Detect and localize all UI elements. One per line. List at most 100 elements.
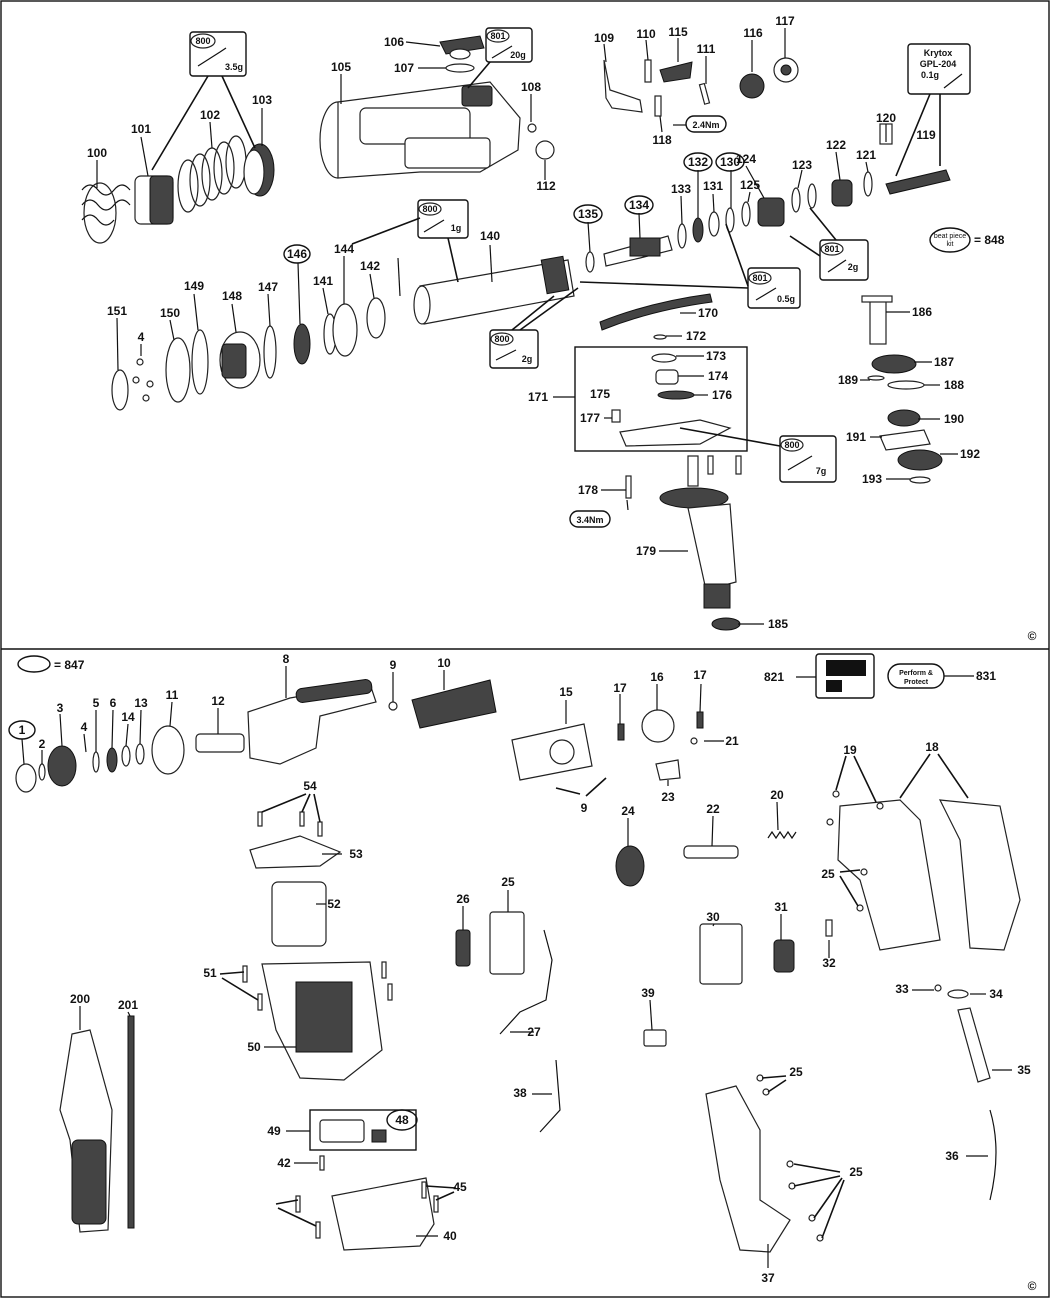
- svg-text:beat piece: beat piece: [934, 233, 966, 240]
- part-130: [725, 207, 735, 233]
- part-label-149: 149: [184, 279, 204, 293]
- part-6: [106, 747, 118, 773]
- part-label-repeat-3: 9: [581, 801, 588, 815]
- part-label-190: 190: [944, 412, 964, 426]
- part-label-22: 22: [706, 802, 720, 816]
- part-label-50: 50: [247, 1040, 261, 1054]
- part-174: [655, 369, 679, 385]
- part-178-screw: [625, 475, 632, 499]
- part-label-142: 142: [360, 259, 380, 273]
- part-label-2: 2: [39, 737, 46, 751]
- part-label-54: 54: [303, 779, 317, 793]
- part-49-box: [309, 1109, 417, 1151]
- part-label-192: 192: [960, 447, 980, 461]
- grease-amount-5: 2g: [522, 354, 533, 364]
- part-32-pin: [825, 919, 833, 937]
- part-label-102: 102: [200, 108, 220, 122]
- kit-847-label: = 847: [54, 658, 85, 672]
- part-label-106: 106: [384, 35, 404, 49]
- part-115-latch: [659, 61, 693, 83]
- part-label-101: 101: [131, 122, 151, 136]
- part-label-151: 151: [107, 304, 127, 318]
- svg-text:Perform &: Perform &: [899, 670, 933, 677]
- grease-callout-800-2g: [489, 329, 539, 369]
- part-label-116: 116: [743, 26, 763, 40]
- part-label-5: 5: [93, 696, 100, 710]
- part-label-1: 1: [19, 723, 26, 737]
- krytox-line3: 0.1g: [921, 70, 939, 80]
- part-179-armature: [659, 455, 737, 609]
- part-label-105: 105: [331, 60, 351, 74]
- part-label-112: 112: [536, 179, 556, 193]
- part-24: [615, 845, 645, 887]
- part-54-screw: [257, 811, 263, 827]
- part-105-gear-housing: [319, 81, 521, 179]
- part-31: [773, 939, 795, 973]
- part-124-clutch: [757, 197, 785, 227]
- part-146: [293, 323, 311, 365]
- part-label-118: 118: [652, 133, 672, 147]
- part-label-186: 186: [912, 305, 932, 319]
- part-label-9: 9: [390, 658, 397, 672]
- part-label-51: 51: [203, 966, 217, 980]
- part-label-45: 45: [453, 1180, 467, 1194]
- part-label-176: 176: [712, 388, 732, 402]
- part-821-label: [815, 653, 875, 699]
- part-label-109: 109: [594, 31, 614, 45]
- grease-callout-800-3.5g: [189, 31, 247, 77]
- part-label-17: 17: [613, 681, 627, 695]
- part-21-screw: [690, 737, 698, 745]
- part-label-189: 189: [838, 373, 858, 387]
- lower-arrows: [219, 753, 969, 1239]
- part-label-100: 100: [87, 146, 107, 160]
- part-label-14: 14: [121, 710, 135, 724]
- part-37-rear-housing: [705, 1085, 791, 1253]
- copyright-upper: ©: [1028, 629, 1037, 643]
- part-label-170: 170: [698, 306, 718, 320]
- part-121-ring: [863, 171, 873, 197]
- part-39-brush: [643, 1029, 667, 1047]
- grease-code-2: 800: [422, 204, 437, 214]
- svg-text:kit: kit: [947, 241, 954, 248]
- part-116-gear: [739, 73, 765, 99]
- upper-section: 2.4Nm 3.4Nm beat piece kit = 848 Krytox …: [81, 14, 1037, 643]
- part-label-178: 178: [578, 483, 598, 497]
- part-150-bearing: [165, 337, 191, 403]
- part-1-cap: [15, 763, 37, 793]
- part-101-sleeve: [134, 175, 174, 225]
- part-148-hub: [219, 331, 261, 389]
- part-label-140: 140: [480, 229, 500, 243]
- part-label-26: 26: [456, 892, 470, 906]
- part-label-108: 108: [521, 80, 541, 94]
- part-label-122: 122: [826, 138, 846, 152]
- part-label-120: 120: [876, 111, 896, 125]
- grease-code-0: 800: [195, 36, 210, 46]
- torque-178-pill: 3.4Nm: [569, 510, 611, 528]
- part-144-bearing: [332, 303, 358, 357]
- part-9-screw: [388, 701, 398, 711]
- part-11-collar: [151, 725, 185, 775]
- part-label-141: 141: [313, 274, 333, 288]
- part-177: [611, 409, 621, 423]
- part-111-pin: [698, 82, 711, 105]
- part-label-173: 173: [706, 349, 726, 363]
- part-173: [651, 353, 677, 363]
- part-176: [657, 390, 695, 400]
- part-108-ball: [527, 123, 537, 133]
- part-label-119: 119: [916, 128, 936, 142]
- part-label-53: 53: [349, 847, 363, 861]
- part-192-gear: [897, 449, 943, 471]
- part-106-cap: [439, 35, 485, 60]
- upper-arrows: [151, 61, 941, 447]
- part-label-39: 39: [641, 986, 655, 1000]
- part-label-40: 40: [443, 1229, 457, 1243]
- part-36-cable: [989, 1109, 997, 1201]
- upper-circled-rings: [283, 152, 745, 264]
- part-label-30: 30: [706, 910, 720, 924]
- part-label-31: 31: [774, 900, 788, 914]
- part-119-shaft: [885, 169, 951, 195]
- part-label-117: 117: [775, 14, 795, 28]
- part-label-135: 135: [578, 207, 598, 221]
